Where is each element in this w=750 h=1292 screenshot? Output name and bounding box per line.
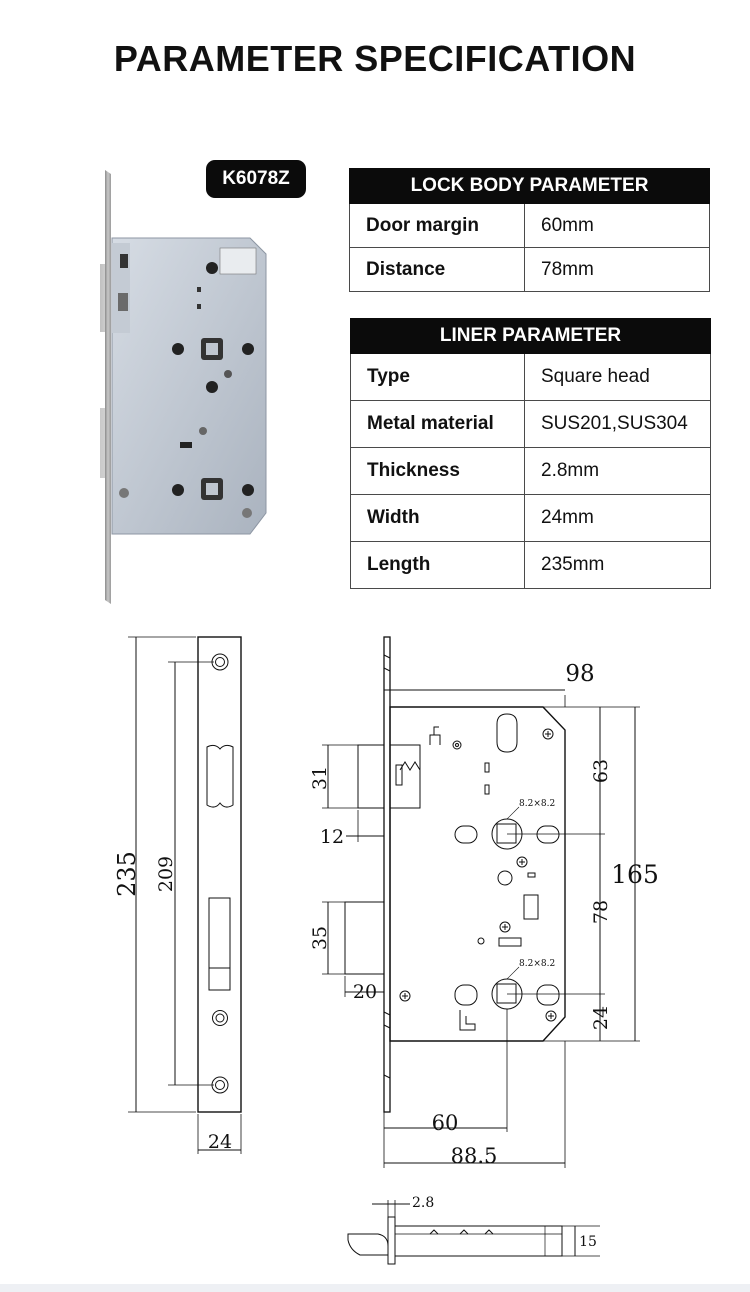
row-label: Door margin bbox=[349, 203, 525, 248]
dim-plate-thickness: 2.8 bbox=[412, 1195, 434, 1211]
technical-drawing: 235 209 24 bbox=[113, 636, 659, 1265]
table-row: Length 235mm bbox=[350, 541, 711, 589]
dim-latch-height: 31 bbox=[309, 766, 331, 790]
dim-backset: 60 bbox=[432, 1111, 459, 1135]
lock-body-table-header: LOCK BODY PARAMETER bbox=[349, 168, 710, 204]
spindle-size-bottom: 8.2×8.2 bbox=[519, 959, 555, 969]
dim-faceplate-width: 24 bbox=[208, 1131, 232, 1153]
dim-latch-projection: 12 bbox=[320, 826, 344, 848]
row-label: Metal material bbox=[350, 400, 525, 448]
dim-spindle-distance: 78 bbox=[590, 900, 612, 924]
table-row: Distance 78mm bbox=[349, 247, 710, 292]
page-title: PARAMETER SPECIFICATION bbox=[113, 38, 637, 79]
dim-hole-spacing: 209 bbox=[155, 856, 177, 892]
row-value: 60mm bbox=[524, 203, 710, 248]
dim-bolt-height: 35 bbox=[309, 926, 331, 950]
dim-body-width: 88.5 bbox=[451, 1144, 498, 1168]
dim-bottom-offset: 24 bbox=[590, 1006, 612, 1030]
dim-top-offset: 98 bbox=[565, 661, 594, 687]
liner-parameter-table: LINER PARAMETER Type Square head Metal m… bbox=[350, 318, 711, 589]
row-label: Length bbox=[350, 541, 525, 589]
row-value: SUS201,SUS304 bbox=[524, 400, 711, 448]
dim-bolt-projection: 20 bbox=[353, 981, 377, 1003]
table-row: Door margin 60mm bbox=[349, 203, 710, 248]
dim-top-to-spindle: 63 bbox=[590, 759, 612, 783]
bottom-band bbox=[0, 1284, 750, 1292]
row-label: Width bbox=[350, 494, 525, 542]
table-row: Type Square head bbox=[350, 353, 711, 401]
table-row: Metal material SUS201,SUS304 bbox=[350, 400, 711, 448]
dim-side-width: 15 bbox=[579, 1234, 597, 1250]
row-value: Square head bbox=[524, 353, 711, 401]
table-row: Thickness 2.8mm bbox=[350, 447, 711, 495]
model-badge: K6078Z bbox=[206, 160, 306, 198]
dim-faceplate-length: 235 bbox=[113, 851, 141, 897]
row-label: Distance bbox=[349, 247, 525, 292]
spindle-size-top: 8.2×8.2 bbox=[519, 799, 555, 809]
lock-body-parameter-table: LOCK BODY PARAMETER Door margin 60mm Dis… bbox=[349, 168, 710, 292]
row-label: Thickness bbox=[350, 447, 525, 495]
row-value: 2.8mm bbox=[524, 447, 711, 495]
row-value: 235mm bbox=[524, 541, 711, 589]
row-value: 24mm bbox=[524, 494, 711, 542]
table-row: Width 24mm bbox=[350, 494, 711, 542]
faceplate-view bbox=[128, 636, 242, 1154]
row-label: Type bbox=[350, 353, 525, 401]
dim-total-height: 165 bbox=[611, 860, 659, 889]
faceplate-side-view bbox=[347, 1200, 600, 1265]
lock-body-drawing bbox=[322, 636, 640, 1168]
liner-table-header: LINER PARAMETER bbox=[350, 318, 711, 354]
lock-body-photo bbox=[100, 170, 267, 604]
row-value: 78mm bbox=[524, 247, 710, 292]
